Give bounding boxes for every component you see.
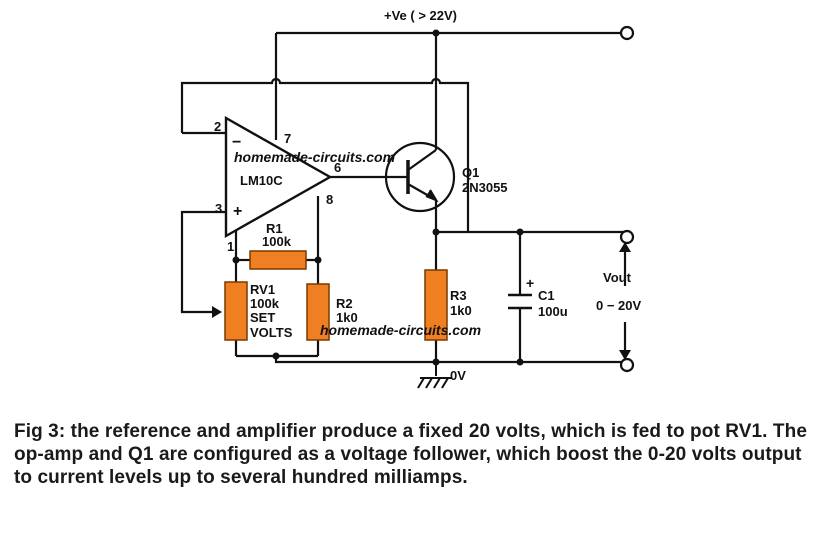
watermark-bottom: homemade-circuits.com (320, 322, 481, 338)
c1-name: C1 (538, 288, 555, 303)
opamp-minus: − (232, 134, 241, 151)
rv1-name: RV1 (250, 282, 275, 297)
rv1-volts: VOLTS (250, 325, 293, 340)
opamp-symbol (224, 115, 333, 239)
r1-name: R1 (266, 221, 283, 236)
vout-arrows (619, 242, 631, 360)
r3-value: 1k0 (450, 303, 472, 318)
q1-name: Q1 (462, 165, 479, 180)
transistor-q1 (384, 141, 456, 213)
resistor-rv1 (224, 281, 248, 341)
r3-name: R3 (450, 288, 467, 303)
opamp-pin8: 8 (326, 192, 333, 207)
opamp-pin2: 2 (214, 119, 221, 134)
r2-value: 1k0 (336, 310, 358, 325)
wires (180, 31, 627, 364)
watermark-top: homemade-circuits.com (234, 149, 395, 165)
resistor-r1 (249, 250, 307, 270)
resistor-r2 (306, 283, 330, 341)
vout-label: Vout (603, 270, 632, 285)
opamp-plus: + (233, 203, 242, 220)
supply-terminal (619, 25, 635, 41)
opamp-pin7: 7 (284, 131, 291, 146)
vout-terminal-ground (619, 357, 635, 373)
opamp-label: LM10C (240, 173, 283, 188)
c1-plus: + (526, 275, 534, 291)
ground-label: 0V (450, 368, 466, 383)
rv1-set: SET (250, 310, 275, 325)
c1-value: 100u (538, 304, 568, 319)
vout-terminal-positive (619, 229, 635, 245)
terminals (619, 25, 635, 373)
r1-value: 100k (262, 234, 292, 249)
opamp-pin6: 6 (334, 160, 341, 175)
resistor-r3 (424, 269, 448, 341)
r2-name: R2 (336, 296, 353, 311)
ground-icon (417, 362, 452, 389)
figure-caption: Fig 3: the reference and amplifier produ… (14, 421, 808, 488)
rv1-wiper-arrow (212, 306, 222, 318)
opamp-pin3: 3 (215, 201, 222, 216)
opamp-pin1: 1 (227, 239, 234, 254)
junction-dots (232, 29, 524, 366)
vout-range: 0 − 20V (596, 298, 642, 313)
capacitor-c1 (508, 293, 532, 310)
q1-part: 2N3055 (462, 180, 508, 195)
circuit-schematic: +Ve ( > 22V) 2 − 7 LM10C 6 8 3 + 1 Q1 2N… (180, 8, 642, 389)
supply-label: +Ve ( > 22V) (384, 8, 457, 23)
rv1-value: 100k (250, 296, 280, 311)
